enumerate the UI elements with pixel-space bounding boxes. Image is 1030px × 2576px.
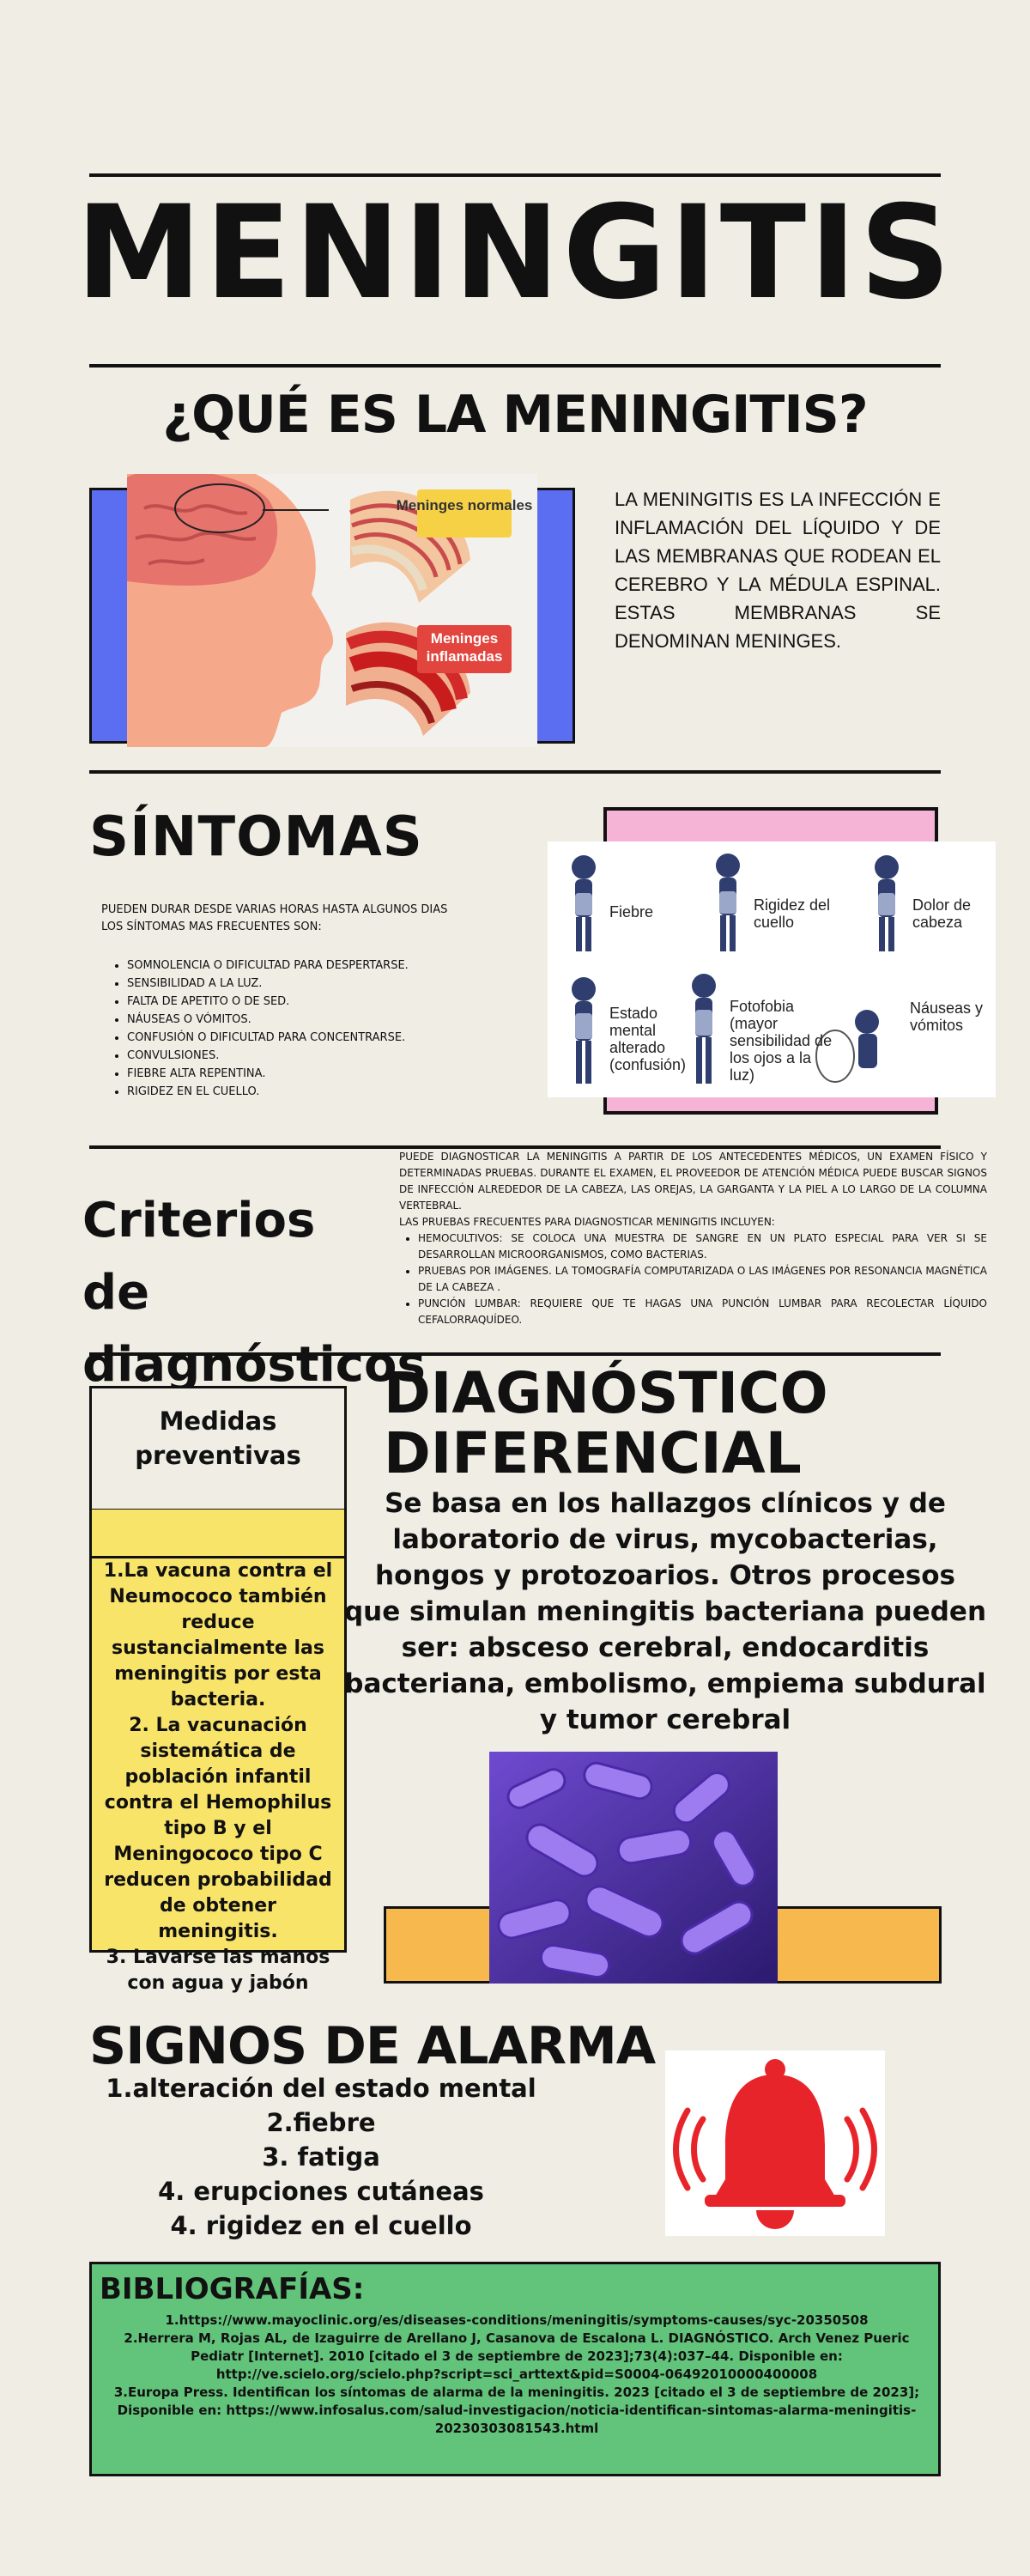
list-item: RIGIDEZ EN EL CUELLO. [127, 1083, 488, 1101]
prevention-heading: Medidas preventivas [89, 1386, 347, 1511]
list-item: 3. Lavarse las manos con agua y jabón [106, 1947, 330, 1994]
criteria-text: PUEDE DIAGNOSTICAR LA MENINGITIS A PARTI… [399, 1149, 987, 1328]
symptoms-frequent-label: LOS SÍNTOMAS MAS FRECUENTES SON: [101, 920, 322, 933]
symptoms-duration: PUEDEN DURAR DESDE VARIAS HORAS HASTA AL… [101, 903, 448, 916]
label-meninges-inflamadas: Meninges inflamadas [426, 630, 503, 665]
symptoms-heading: SÍNTOMAS [89, 805, 423, 869]
differential-heading: DIAGNÓSTICO DIFERENCIAL [384, 1364, 933, 1484]
alarm-signs-heading: SIGNOS DE ALARMA [89, 2016, 656, 2076]
alarm-signs-list: 1.alteración del estado mental 2.fiebre … [89, 2071, 553, 2243]
criteria-dot: . [237, 1358, 243, 1379]
differential-heading-line1: DIAGNÓSTICO [384, 1360, 828, 1426]
list-item: PUNCIÓN LUMBAR: REQUIERE QUE TE HAGAS UN… [418, 1296, 987, 1328]
list-item: 3. fatiga [262, 2142, 380, 2172]
symptom-label-rigidez: Rigidez del cuello [754, 896, 831, 931]
bibliography-heading: BIBLIOGRAFÍAS: [100, 2272, 365, 2306]
definition-paragraph: LA MENINGITIS ES LA INFECCIÓN E INFLAMAC… [615, 489, 941, 652]
criteria-tests-label: LAS PRUEBAS FRECUENTES PARA DIAGNOSTICAR… [399, 1216, 775, 1228]
symptoms-illustration: Fiebre Rigidez del cuello Dolor de cabez… [548, 841, 996, 1097]
symptom-figures-icon [572, 854, 899, 1084]
list-item: NÁUSEAS O VÓMITOS. [127, 1011, 488, 1029]
divider-after-criteria [89, 1352, 941, 1356]
alarm-bell-icon [673, 2059, 877, 2229]
prevention-band [89, 1510, 347, 1556]
symptom-label-fotofobia: Fotofobia (mayor sensibilidad de los ojo… [730, 998, 833, 1084]
list-item: 1.La vacuna contra el Neumococo también … [103, 1560, 333, 1710]
reference-item: 1.https://www.mayoclinic.org/es/diseases… [165, 2312, 869, 2328]
list-item: 2. La vacunación sistemática de població… [104, 1715, 332, 1942]
reference-item: 3.Europa Press. Identifican los síntomas… [113, 2385, 920, 2436]
divider-top [89, 173, 941, 177]
list-item: 1.alteración del estado mental [106, 2074, 536, 2103]
divider-under-title [89, 364, 941, 368]
list-item: 2.fiebre [266, 2108, 376, 2137]
list-item: CONVULSIONES. [127, 1047, 488, 1065]
symptom-label-nauseas: Náuseas y vómitos [910, 999, 984, 1034]
page-title: MENINGITIS [76, 179, 954, 328]
divider-before-symptoms [89, 770, 941, 774]
criteria-list: HEMOCULTIVOS: SE COLOCA UNA MUESTRA DE S… [418, 1230, 987, 1328]
criteria-heading: Criterios de diagnósticos [82, 1193, 426, 1393]
bibliography-list: 1.https://www.mayoclinic.org/es/diseases… [100, 2312, 934, 2438]
brain-meninges-illustration: Meninges normales Meninges inflamadas [127, 474, 537, 747]
list-item: FIEBRE ALTA REPENTINA. [127, 1065, 488, 1083]
bacteria-icon [489, 1752, 778, 1984]
what-is-heading: ¿QUÉ ES LA MENINGITIS? [162, 385, 868, 445]
list-item: SENSIBILIDAD A LA LUZ. [127, 975, 488, 993]
bibliography-box [89, 2262, 941, 2476]
list-item: FALTA DE APETITO O DE SED. [127, 993, 488, 1011]
reference-item: 2.Herrera M, Rojas AL, de Izaguirre de A… [124, 2330, 910, 2382]
bacteria-image [489, 1752, 778, 1984]
differential-text: Se basa en los hallazgos clínicos y de l… [343, 1488, 987, 1735]
symptoms-list: SOMNOLENCIA O DIFICULTAD PARA DESPERTARS… [127, 957, 488, 1101]
symptoms-intro: PUEDEN DURAR DESDE VARIAS HORAS HASTA AL… [101, 902, 470, 936]
criteria-paragraph: PUEDE DIAGNOSTICAR LA MENINGITIS A PARTI… [399, 1151, 987, 1212]
list-item: HEMOCULTIVOS: SE COLOCA UNA MUESTRA DE S… [418, 1230, 987, 1263]
alarm-bell-box [665, 2050, 885, 2236]
list-item: PRUEBAS POR IMÁGENES. LA TOMOGRAFÍA COMP… [418, 1263, 987, 1296]
differential-heading-line2: DIFERENCIAL [384, 1420, 802, 1486]
divider-before-criteria [89, 1145, 941, 1149]
head-profile-icon: Meninges normales [127, 474, 533, 747]
list-item: 4. rigidez en el cuello [170, 2211, 472, 2240]
prevention-list: 1.La vacuna contra el Neumococo también … [89, 1556, 347, 1994]
list-item: CONFUSIÓN O DIFICULTAD PARA CONCENTRARSE… [127, 1029, 488, 1047]
label-meninges-normales: Meninges normales [397, 497, 533, 513]
list-item: 4. erupciones cutáneas [158, 2177, 484, 2206]
symptom-label-dolor: Dolor de cabeza [912, 896, 972, 931]
list-item: SOMNOLENCIA O DIFICULTAD PARA DESPERTARS… [127, 957, 488, 975]
symptom-label-estado: Estado mental alterado (confusión) [609, 1005, 687, 1073]
symptom-label-fiebre: Fiebre [609, 903, 654, 920]
